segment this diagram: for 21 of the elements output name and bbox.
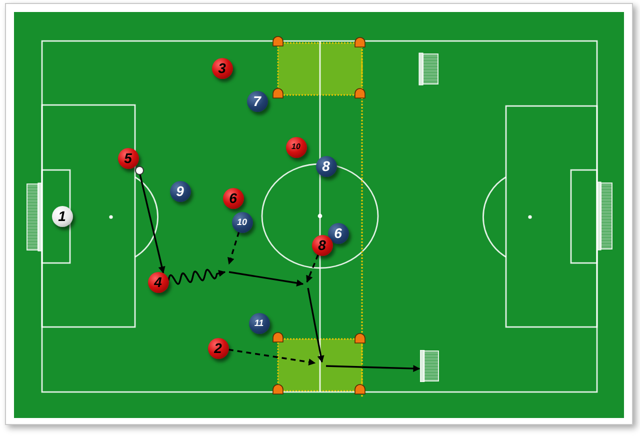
- player-number: 1: [58, 209, 66, 223]
- player-number: 11: [254, 318, 264, 328]
- arrow: [326, 365, 420, 372]
- player-number: 8: [322, 159, 330, 173]
- player-number: 2: [214, 341, 222, 355]
- player-number: 4: [154, 275, 162, 289]
- player-number: 3: [218, 61, 226, 75]
- arrow: [139, 174, 166, 274]
- dashed-arrow: [306, 254, 319, 283]
- player-number: 7: [253, 94, 261, 108]
- goal-icon: [420, 350, 438, 382]
- player-number: 10: [292, 143, 300, 151]
- player-number: 8: [318, 238, 326, 252]
- wavy-arrow: [168, 268, 226, 285]
- dashed-arrow: [228, 232, 240, 265]
- player-number: 9: [176, 184, 184, 198]
- dashed-arrow: [228, 348, 316, 366]
- player-number: 6: [334, 226, 342, 240]
- player-number: 5: [124, 151, 132, 165]
- player-number: 6: [229, 191, 237, 205]
- player-number: 10: [236, 218, 247, 226]
